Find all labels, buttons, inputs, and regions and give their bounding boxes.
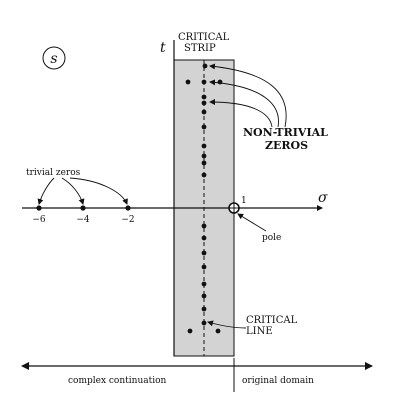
zero-point [201, 320, 207, 326]
trivial-zeros-label: trivial zeros [26, 168, 81, 178]
tick-label-minus4: −4 [76, 215, 90, 225]
zero-point [201, 109, 207, 115]
t-axis-label: t [160, 40, 166, 56]
critical-line-label-line1: CRITICAL [246, 315, 298, 326]
zero-point [201, 143, 207, 149]
nontrivial-zeros-label-line2: ZEROS [265, 139, 308, 152]
trivial-zero-points [36, 205, 131, 211]
trivial-zero-minus4 [80, 205, 86, 211]
zero-point [201, 250, 207, 256]
zero-point [201, 160, 207, 166]
nontrivial-arrow-1 [209, 63, 287, 128]
critical-line-label-line2: LINE [246, 326, 273, 337]
critical-strip-label-line1: CRITICAL [178, 32, 230, 43]
plane-symbol: s [50, 51, 57, 67]
pole-tick-label: 1 [241, 196, 247, 206]
nontrivial-arrow-2 [209, 79, 279, 128]
zero-point [201, 79, 207, 85]
domain-right-label: original domain [242, 376, 314, 386]
zero-point [201, 293, 207, 299]
trivial-arrow-minus6 [37, 177, 55, 205]
sigma-axis-label: σ [318, 190, 328, 206]
nontrivial-arrow-3 [209, 99, 273, 128]
critical-line-pointer [207, 320, 247, 329]
zero-point [185, 79, 191, 85]
trivial-arrow-minus2 [69, 177, 128, 205]
zero-point [201, 235, 207, 241]
critical-strip-label-line2: STRIP [184, 43, 216, 54]
zero-point [201, 94, 207, 100]
trivial-zero-minus6 [36, 205, 42, 211]
plane-symbol-circle [42, 46, 66, 70]
zero-point [201, 264, 207, 270]
zero-point [202, 63, 208, 69]
zero-point [201, 100, 207, 106]
pole-label: pole [262, 233, 281, 243]
zero-point [201, 223, 207, 229]
zero-point [215, 328, 221, 334]
tick-label-minus6: −6 [32, 215, 46, 225]
zero-point [187, 328, 193, 334]
zero-point [217, 79, 223, 85]
nontrivial-zeros-label-line1: NON-TRIVIAL [243, 126, 328, 139]
zero-point [201, 124, 207, 130]
zero-point [201, 306, 207, 312]
zero-point [201, 281, 207, 287]
trivial-zero-minus2 [125, 205, 131, 211]
tick-label-minus2: −2 [121, 215, 134, 225]
zero-point [201, 153, 207, 159]
pole-pointer [237, 213, 267, 232]
nontrivial-zeros [185, 63, 223, 334]
domain-left-label: complex continuation [68, 376, 167, 386]
trivial-arrow-minus4 [61, 177, 85, 205]
zero-point [201, 172, 207, 178]
